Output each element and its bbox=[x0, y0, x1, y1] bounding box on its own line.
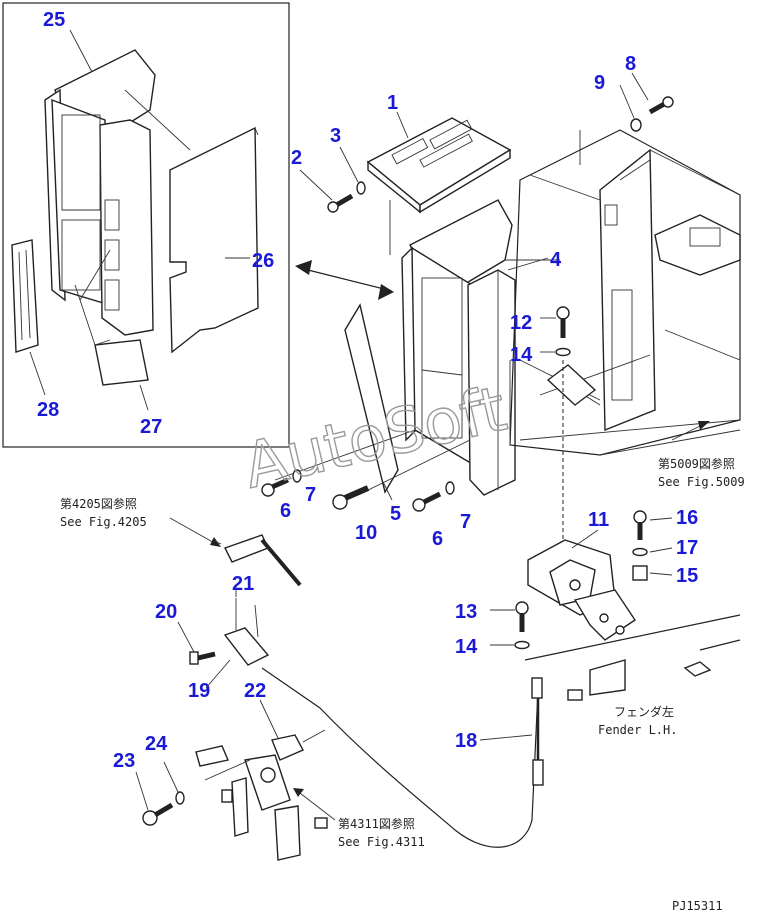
callout-20: 20 bbox=[155, 601, 177, 623]
part-19-block bbox=[223, 627, 270, 666]
fender-lh bbox=[524, 614, 741, 701]
callouts: 25 26 28 27 1 2 3 4 8 9 12 14 7 6 10 5 6… bbox=[37, 9, 698, 772]
part-26-insulation bbox=[169, 126, 259, 354]
callout-17: 17 bbox=[676, 537, 698, 559]
part-7-washer-right bbox=[445, 481, 455, 495]
part-6-bolt-right bbox=[412, 491, 442, 512]
callout-8: 8 bbox=[625, 53, 636, 75]
part-20-bolt bbox=[189, 651, 216, 665]
ref-fig5009-jp: 第5009図参照 bbox=[658, 456, 735, 471]
part-28-filter bbox=[11, 239, 39, 353]
part-7-washer-left bbox=[292, 469, 302, 483]
part-14-washer-upper bbox=[555, 347, 571, 357]
callout-24: 24 bbox=[145, 733, 168, 755]
part-23-bolt bbox=[142, 802, 174, 826]
lever-bracket bbox=[195, 745, 328, 861]
callout-27: 27 bbox=[140, 416, 162, 438]
callout-18: 18 bbox=[455, 730, 477, 752]
ref-fender-en: Fender L.H. bbox=[598, 723, 677, 737]
part-13-bolt bbox=[515, 601, 529, 632]
leader-lines bbox=[135, 72, 673, 811]
callout-19: 19 bbox=[188, 680, 210, 702]
double-arrow-icon bbox=[295, 260, 394, 300]
callout-21: 21 bbox=[232, 573, 254, 595]
part-3-washer bbox=[356, 181, 366, 195]
callout-26: 26 bbox=[252, 250, 274, 272]
drawing-code: PJ15311 bbox=[672, 899, 723, 913]
callout-9: 9 bbox=[594, 72, 605, 94]
part-8-bolt bbox=[648, 96, 674, 115]
callout-2: 2 bbox=[291, 147, 302, 169]
callout-28: 28 bbox=[37, 399, 59, 421]
callout-15: 15 bbox=[676, 565, 698, 587]
ref-fig4311-jp: 第4311図参照 bbox=[338, 816, 415, 831]
callout-6a: 6 bbox=[280, 500, 291, 522]
part-17-washer bbox=[632, 547, 648, 557]
part-1-cover bbox=[366, 117, 512, 206]
callout-3: 3 bbox=[330, 125, 341, 147]
ref-fig5009-en: See Fig.5009 bbox=[658, 475, 745, 489]
callout-25: 25 bbox=[43, 9, 65, 31]
part-14-washer-lower bbox=[514, 640, 530, 650]
part-16-bolt bbox=[633, 510, 647, 540]
ref-fig4205-en: See Fig.4205 bbox=[60, 515, 147, 529]
callout-6b: 6 bbox=[432, 528, 443, 550]
callout-16: 16 bbox=[676, 507, 698, 529]
callout-22: 22 bbox=[244, 680, 266, 702]
part-27-pad bbox=[94, 339, 149, 386]
part-12-bolt bbox=[556, 306, 570, 338]
callout-10: 10 bbox=[355, 522, 377, 544]
part-6-bolt-left bbox=[261, 477, 290, 497]
part-22-clamp bbox=[271, 734, 304, 761]
part-5-gasket bbox=[344, 303, 399, 494]
references: 第5009図参照 See Fig.5009 第4205図参照 See Fig.4… bbox=[60, 456, 745, 913]
ref-fender-jp: フェンダ左 bbox=[614, 704, 674, 719]
part-9-washer bbox=[630, 118, 642, 132]
callout-14b: 14 bbox=[455, 636, 478, 658]
callout-5: 5 bbox=[390, 503, 401, 525]
callout-7a: 7 bbox=[305, 484, 316, 506]
callout-23: 23 bbox=[113, 750, 135, 772]
cable-fitting-upper bbox=[211, 534, 302, 587]
main-assembly bbox=[274, 117, 741, 545]
callout-11: 11 bbox=[588, 509, 609, 531]
cable-assembly bbox=[142, 421, 710, 861]
detail-inset bbox=[2, 2, 290, 448]
part-18-cable bbox=[261, 667, 539, 848]
ref-fig4205-jp: 第4205図参照 bbox=[60, 496, 137, 511]
callout-1: 1 bbox=[387, 92, 398, 114]
part-2-bolt bbox=[327, 193, 354, 213]
fasteners bbox=[261, 96, 741, 701]
callout-7b: 7 bbox=[460, 511, 471, 533]
callout-12: 12 bbox=[510, 312, 532, 334]
part-11-bracket bbox=[527, 539, 636, 641]
part-15-nut bbox=[632, 565, 648, 581]
part-24-washer bbox=[175, 791, 185, 805]
callout-14a: 14 bbox=[510, 344, 533, 366]
callout-4: 4 bbox=[550, 249, 562, 271]
callout-13: 13 bbox=[455, 601, 477, 623]
part-10-bolt bbox=[332, 485, 370, 510]
ref-fig4311-en: See Fig.4311 bbox=[338, 835, 425, 849]
